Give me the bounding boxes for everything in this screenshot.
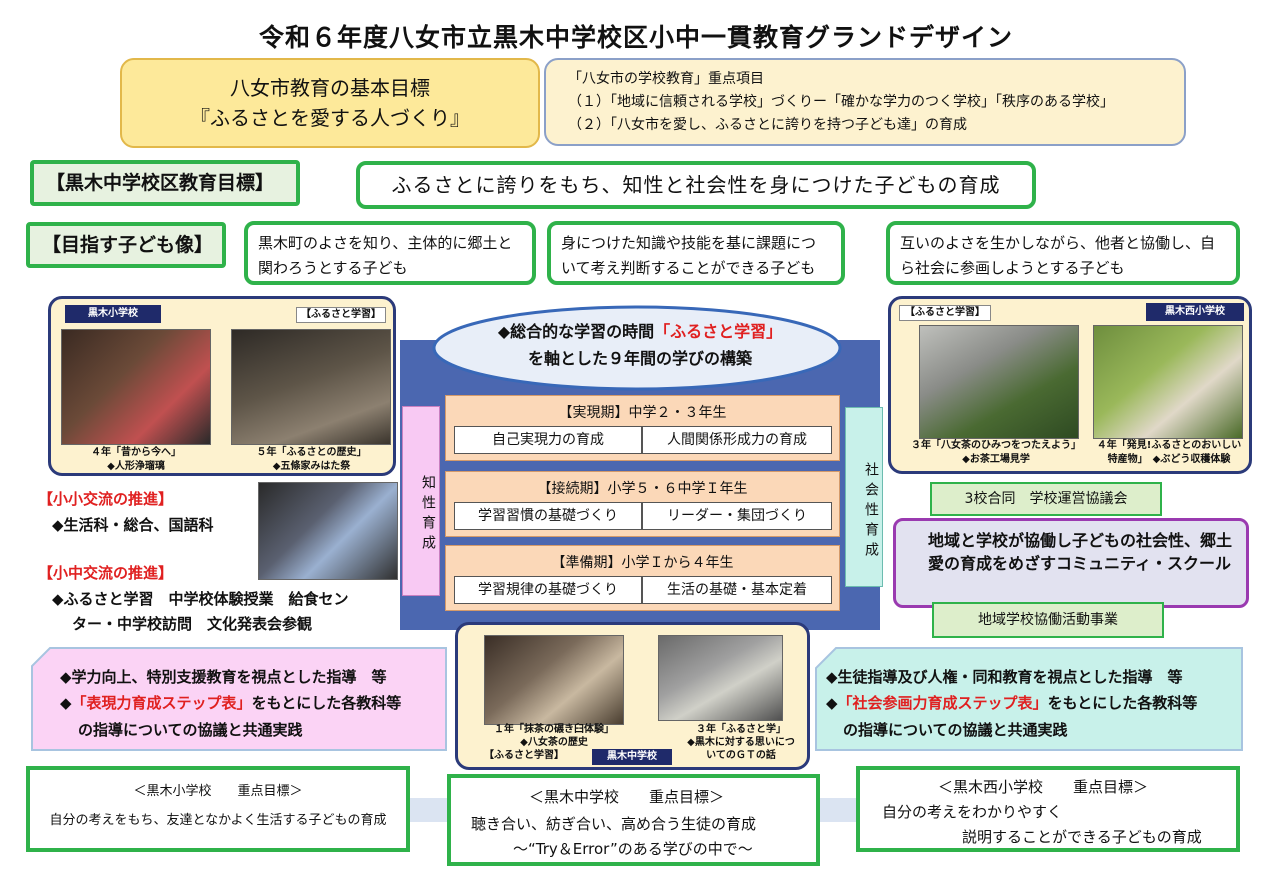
teal-line-2-red: 「社会参画力育成ステップ表」 [837,694,1048,712]
school-goal-label: 【黒木中学校区教育目標】 [30,160,300,206]
photo-history-festival [231,329,391,445]
photo-gt-talk [658,635,783,721]
stage-head: 【接続期】小学５・６中学Ｉ年生 [537,481,748,497]
kuroki-jh-caption-1c: 【ふるさと学習】 [484,750,564,761]
kuroki-west-caption-2a: ４年「発見!ふるさとのおいしい [1096,440,1242,451]
photo-video-exchange [258,482,398,580]
city-goal-line2: 『ふるさとを愛する人づくり』 [190,106,470,130]
oval-line1-red: 「ふるさと学習」 [654,322,783,341]
kuroki-elem-caption-1b: ◆人形浄瑠璃 [107,461,165,472]
shosho-title: 【小小交流の推進】 [38,490,174,508]
kuroki-west-caption-2b: 特産物」 ◆ぶどう収穫体験 [1107,454,1231,465]
kuroki-jh-caption-2c: いてのＧＴの話 [706,750,776,761]
pink-line-3: の指導についての協議と共通実践 [78,721,303,739]
kuroki-elem-caption-1a: ４年「昔から今へ」 [91,447,181,458]
regional-activity-box: 地域学校協働活動事業 [932,602,1164,638]
community-school-box: 地域と学校が協働し子どもの社会性、郷土愛の育成をめざすコミュニティ・スクール [893,518,1249,608]
kuroki-elem-goal-box: ＜黒木小学校 重点目標＞ 自分の考えをもち、友達となかよく生活する子どもの育成 [26,766,410,852]
kuroki-west-caption-1a: ３年「八女茶のひみつをつたえよう」 [911,440,1081,451]
stage-preparation: 【準備期】小学Ｉから４年生 学習規律の基礎づくり 生活の基礎・基本定着 [445,545,840,611]
furusato-tag: 【ふるさと学習】 [296,307,386,323]
teal-line-2a: ◆ [826,694,838,712]
oval-line2: を軸とした９年間の学びの構築 [527,349,752,368]
kuroki-jh-goal-title: ＜黒木中学校 重点目標＞ [529,788,725,806]
child-image-item-2: 身につけた知識や技能を基に課題について考え判断することができる子ども [547,221,845,285]
kuroki-jh-caption-2a: ３年「ふるさと学」 [696,724,786,735]
pink-line-1: ◆学力向上、特別支援教育を視点とした指導 等 [60,668,387,686]
city-priority-item2: （２）「八女市を愛し、ふるさとに誇りを持つ子ども達」の育成 [568,117,967,133]
sociality-vertical-label: 社会性育成 [845,407,883,587]
kuroki-elementary-panel: 黒木小学校 【ふるさと学習】 ４年「昔から今へ」 ◆人形浄瑠璃 ５年「ふるさとの… [48,296,396,476]
kuroki-west-panel: 【ふるさと学習】 黒木西小学校 ３年「八女茶のひみつをつたえよう」 ◆お茶工場見… [888,296,1252,474]
kuroki-west-caption-1b: ◆お茶工場見学 [962,454,1030,465]
kuroki-elem-caption-2b: ◆五條家みはた祭 [272,461,351,472]
kuroki-west-tag: 黒木西小学校 [1146,303,1244,321]
stage-cell-left: 学習規律の基礎づくり [454,576,642,604]
stage-cell-left: 学習習慣の基礎づくり [454,502,642,530]
page-title: 令和６年度八女市立黒木中学校区小中一貫教育グランドデザイン [258,23,1013,52]
pink-box-shape [31,647,447,751]
teal-line-2b: をもとにした各教科等 [1047,694,1198,712]
kuroki-jh-panel: １年「抹茶の碾き臼体験」 ◆八女茶の歴史 【ふるさと学習】 黒木中学校 ３年「ふ… [455,622,810,770]
child-image-label: 【目指す子ども像】 [26,222,226,268]
teal-box-shape [815,647,1243,751]
stage-cell-right: 人間関係形成力の育成 [642,426,832,454]
pink-line-2a: ◆ [60,694,72,712]
shosho-text: ◆生活科・総合、国語科 [52,516,214,534]
shochu-text-1: ◆ふるさと学習 中学校体験授業 給食セン [52,590,349,608]
kuroki-elementary-tag: 黒木小学校 [65,305,161,323]
joint-council-box: 3校合同 学校運営協議会 [930,482,1162,516]
stage-connection: 【接続期】小学５・６中学Ｉ年生 学習習慣の基礎づくり リーダー・集団づくり [445,471,840,537]
kuroki-west-goal-title: ＜黒木西小学校 重点目標＞ [938,778,1149,796]
center-oval [432,305,842,391]
kuroki-jh-goal-text: 聴き合い、紡ぎ合い、高め合う生徒の育成 [471,815,757,833]
city-priority-item1: （１）「地域に信頼される学校」づくりー「確かな学力のつく学校」「秩序のある学校」 [568,94,1114,110]
kuroki-jh-tag: 黒木中学校 [592,749,672,765]
city-goal-line1: 八女市教育の基本目標 [230,76,430,100]
pink-line-2b: をもとにした各教科等 [251,694,402,712]
kuroki-jh-caption-1a: １年「抹茶の碾き臼体験」 [494,724,614,735]
teal-line-1: ◆生徒指導及び人権・同和教育を視点とした指導 等 [826,668,1183,686]
child-image-item-1: 黒木町のよさを知り、主体的に郷土と関わろうとする子ども [244,221,536,285]
photo-grape-harvest [1093,325,1243,439]
teal-line-2: ◆「社会参画力育成ステップ表」をもとにした各教科等 [826,692,1197,713]
stage-cell-right: リーダー・集団づくり [642,502,832,530]
child-image-item-3: 互いのよさを生かしながら、他者と協働し、自ら社会に参画しようとする子ども [886,221,1240,285]
kuroki-jh-caption-2b: ◆黒木に対する思いにつ [687,737,795,748]
kuroki-elem-goal-title: ＜黒木小学校 重点目標＞ [133,784,303,799]
pink-line-2-red: 「表現力育成ステップ表」 [71,694,252,712]
shochu-title: 【小中交流の推進】 [38,564,174,582]
kuroki-west-goal-text-2: 説明することができる子どもの育成 [962,828,1202,846]
stage-cell-right: 生活の基礎・基本定着 [642,576,832,604]
kuroki-jh-goal-sub: ～“Try＆Error”のある学びの中で～ [513,840,753,858]
shochu-text-2: ター・中学校訪問 文化発表会参観 [72,615,313,633]
kuroki-elem-goal-text: 自分の考えをもち、友達となかよく生活する子どもの育成 [49,813,387,828]
furusato-tag: 【ふるさと学習】 [899,305,991,321]
photo-matcha-grinding [484,635,624,725]
kuroki-jh-goal-box: ＜黒木中学校 重点目標＞ 聴き合い、紡ぎ合い、高め合う生徒の育成 ～“Try＆E… [447,774,820,866]
kuroki-jh-caption-1b: ◆八女茶の歴史 [520,737,588,748]
stage-realization: 【実現期】中学２・３年生 自己実現力の育成 人間関係形成力の育成 [445,395,840,461]
intellect-vertical-label: 知性育成 [402,406,440,596]
bottom-connector-right [818,798,858,822]
pink-line-2: ◆「表現力育成ステップ表」をもとにした各教科等 [60,692,401,713]
oval-line1-a: ◆総合的な学習の時間 [497,322,655,341]
city-priority-heading: 「八女市の学校教育」重点項目 [568,71,764,87]
photo-puppet-theater [61,329,211,445]
stage-cell-left: 自己実現力の育成 [454,426,642,454]
oval-line1: ◆総合的な学習の時間「ふるさと学習」 [455,318,825,342]
kuroki-west-goal-text-1: 自分の考えをわかりやすく [882,803,1063,821]
city-goal-box: 八女市教育の基本目標 『ふるさとを愛する人づくり』 [120,58,540,148]
stage-head: 【準備期】小学Ｉから４年生 [551,555,734,571]
teal-line-3: の指導についての協議と共通実践 [843,721,1068,739]
kuroki-elem-caption-2a: ５年「ふるさとの歴史」 [256,447,367,458]
city-priority-box: 「八女市の学校教育」重点項目 （１）「地域に信頼される学校」づくりー「確かな学力… [544,58,1186,146]
kuroki-west-goal-box: ＜黒木西小学校 重点目標＞ 自分の考えをわかりやすく 説明することができる子ども… [856,766,1240,852]
photo-tea-factory [919,325,1079,439]
school-goal-text: ふるさとに誇りをもち、知性と社会性を身につけた子どもの育成 [356,161,1036,209]
stage-head: 【実現期】中学２・３年生 [558,405,727,421]
